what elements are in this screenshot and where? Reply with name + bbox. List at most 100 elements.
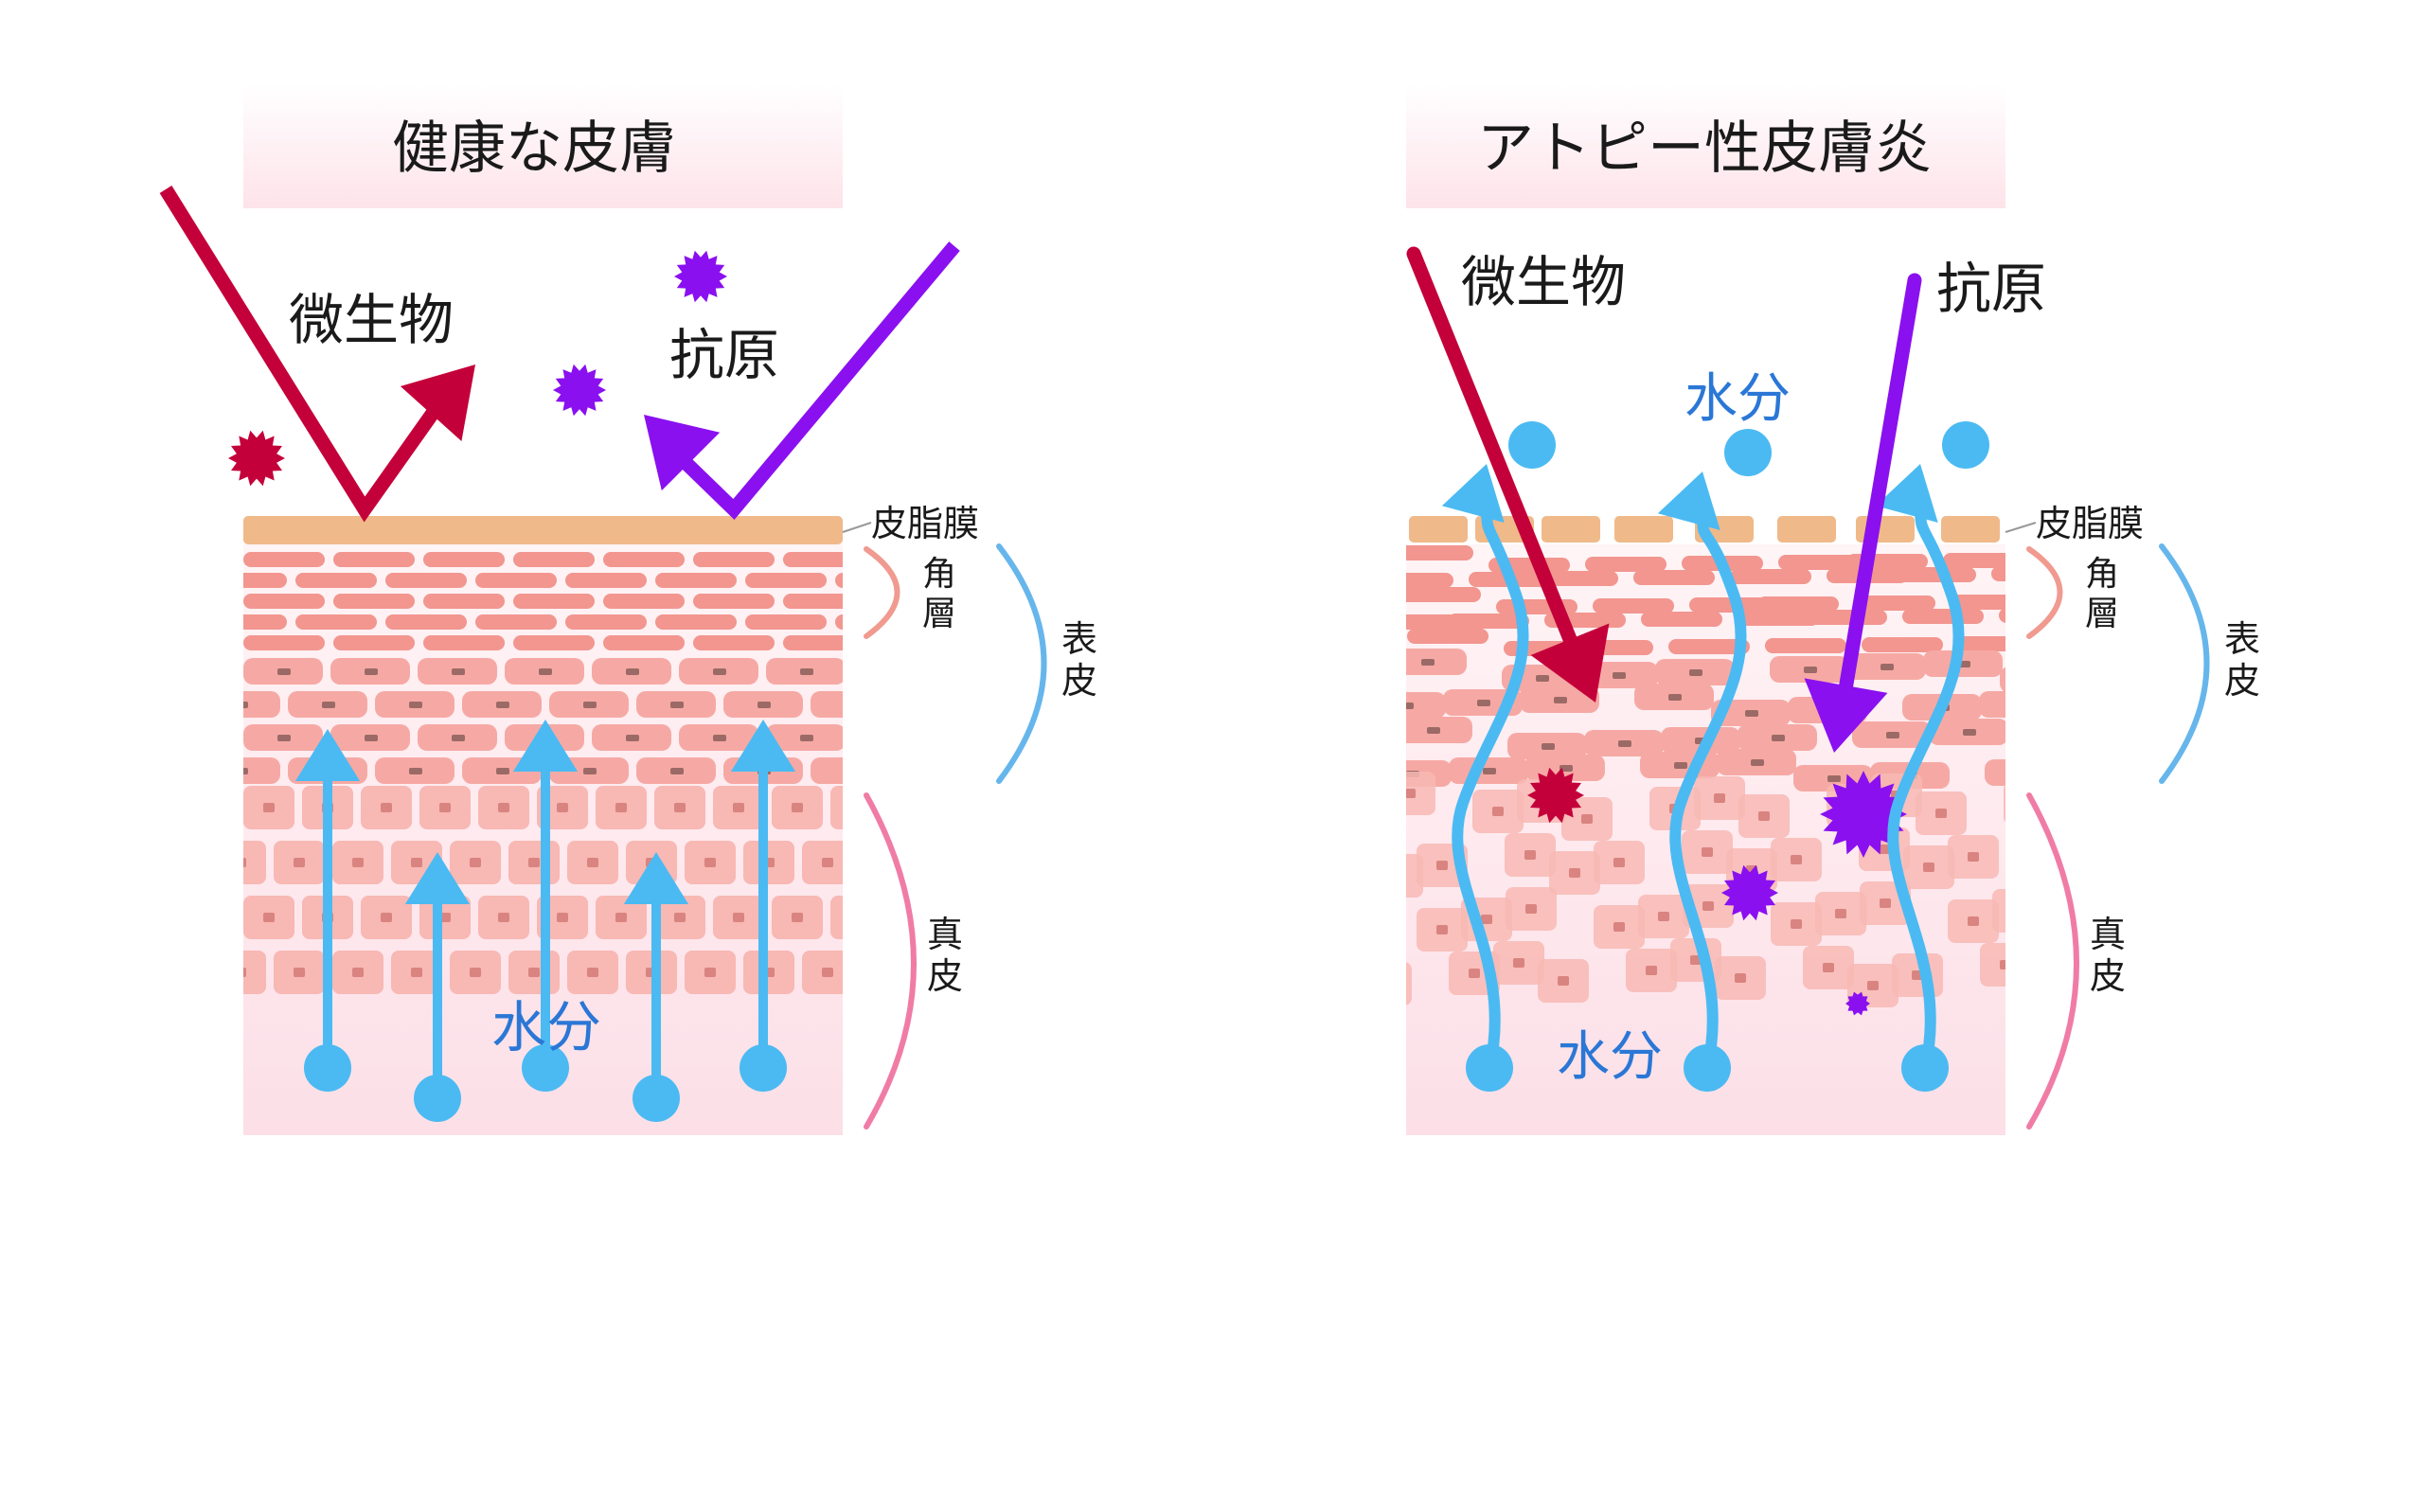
cell-nucleus — [822, 858, 833, 867]
corneum-cell — [1406, 614, 1461, 630]
atopic-epidermis-bracket — [2159, 543, 2210, 784]
healthy-epidermis-label-1: 表 — [1061, 618, 1097, 660]
dermis-cell — [2037, 907, 2088, 951]
corneum-cell — [116, 614, 197, 630]
cell-nucleus — [1879, 845, 1890, 854]
healthy-skin-panel: 健康な皮膚 微生物 抗原 水分 皮脂膜 角 層 表 皮 真 皮 — [114, 85, 1314, 1135]
dermis-cell — [830, 896, 843, 939]
atopic-dermis-label-1: 真 — [2090, 914, 2126, 955]
cell-nucleus — [1772, 735, 1785, 741]
cell-nucleus — [243, 858, 246, 867]
cell-nucleus — [528, 858, 540, 867]
dermis-cell — [1406, 772, 1435, 815]
corneum-cell — [423, 594, 505, 609]
corneum-cell — [1668, 639, 1750, 654]
antigen-penetrate-arrow — [1836, 273, 1922, 708]
cell-nucleus — [800, 735, 813, 741]
cell-nucleus — [932, 702, 945, 708]
water-arrowhead — [1875, 464, 1938, 523]
cell-nucleus — [713, 735, 726, 741]
corneum-cell — [1283, 615, 1364, 631]
cell-nucleus — [932, 768, 945, 774]
healthy-title-box — [243, 85, 843, 208]
sebum-fragment — [1409, 516, 1468, 543]
cell-nucleus — [583, 702, 597, 708]
dermis-cell — [1406, 962, 1412, 1005]
corneum-cell — [1730, 569, 1811, 584]
water-wave-path — [1669, 508, 1747, 1074]
cell-nucleus — [2057, 924, 2068, 934]
cell-nucleus — [674, 913, 686, 922]
water-wave-path — [1887, 501, 1965, 1074]
cell-nucleus — [263, 803, 275, 812]
atopic-corneum-label-2: 層 — [2085, 595, 2119, 633]
corneum-cell — [565, 573, 647, 588]
corneum-cell — [2384, 631, 2424, 647]
cell-nucleus — [1835, 909, 1846, 918]
corneum-cell — [1105, 573, 1186, 588]
corneum-cell — [1406, 545, 1473, 560]
epidermis-cell — [156, 658, 236, 685]
corneum-cell — [2308, 591, 2390, 606]
cell-nucleus — [2154, 742, 2167, 749]
corneum-cell — [655, 614, 737, 630]
water-dot — [740, 1044, 787, 1092]
cell-nucleus — [1745, 710, 1758, 717]
corneum-cell — [243, 552, 325, 567]
water-dot — [1684, 1044, 1731, 1092]
cell-nucleus — [583, 768, 597, 774]
water-dot — [1724, 429, 1772, 476]
epidermis-cell — [243, 757, 280, 784]
corneum-cell — [2260, 618, 2342, 633]
cell-nucleus — [528, 968, 540, 977]
corneum-cell — [1854, 596, 1935, 611]
sebum-fragment — [1614, 516, 1673, 543]
cell-nucleus — [626, 735, 639, 741]
epidermis-cell — [898, 757, 977, 784]
cell-nucleus — [1292, 774, 1305, 780]
corneum-cell — [295, 573, 377, 588]
atopic-sebum-leader — [2005, 522, 2037, 533]
sebum-fragment — [1941, 516, 2000, 543]
cell-nucleus — [1968, 852, 1979, 862]
cell-nucleus — [1554, 697, 1567, 703]
atopic-corneum-bracket — [2026, 546, 2063, 639]
cell-nucleus — [411, 858, 422, 867]
corneum-cell — [1143, 635, 1224, 650]
cell-nucleus — [176, 858, 187, 867]
water-dot — [414, 1075, 461, 1122]
corneum-cell — [1233, 594, 1314, 609]
atopic-water-label-top: 水分 — [1684, 368, 1791, 430]
corneum-cell — [333, 594, 415, 609]
atopic-dermis-label-2: 皮 — [2090, 955, 2126, 997]
corneum-cell — [333, 552, 415, 567]
cell-nucleus — [439, 803, 451, 812]
dermis-cell — [830, 786, 843, 829]
epidermis-cell — [853, 724, 933, 751]
cell-nucleus — [1823, 963, 1834, 972]
dermis-cell — [1296, 754, 1347, 797]
epidermis-cell — [156, 724, 236, 751]
cell-nucleus — [1751, 759, 1764, 766]
water-dot — [1901, 1044, 1949, 1092]
antigen-arrowhead — [1804, 678, 1888, 753]
healthy-dermis-label-1: 真 — [927, 914, 963, 955]
cell-nucleus — [2044, 978, 2056, 987]
cell-nucleus — [1646, 966, 1657, 975]
healthy-water-label: 水分 — [491, 995, 601, 1059]
healthy-corneum-bracket — [864, 546, 900, 639]
dermis-cell — [185, 786, 236, 829]
cell-nucleus — [1469, 969, 1480, 978]
cell-nucleus — [713, 668, 726, 675]
water-wave-path — [1452, 501, 1529, 1074]
dermis-cell — [1316, 944, 1367, 987]
cell-nucleus — [1483, 768, 1496, 774]
corneum-cell — [513, 635, 595, 650]
cell-nucleus — [2166, 696, 2180, 703]
cell-nucleus — [1286, 686, 1299, 693]
cell-nucleus — [881, 968, 892, 977]
cell-nucleus — [452, 668, 465, 675]
corneum-cell — [1143, 552, 1224, 567]
epidermis-cell — [114, 757, 193, 784]
corneum-cell — [1537, 571, 1618, 586]
